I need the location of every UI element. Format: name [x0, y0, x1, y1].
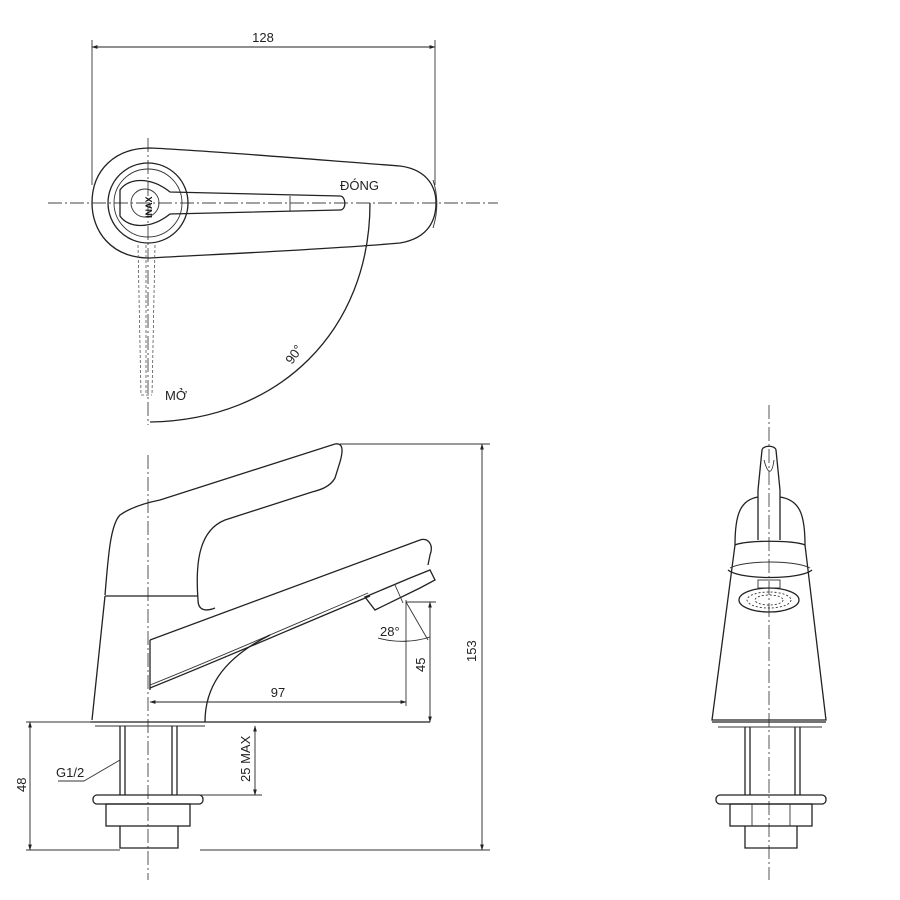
dimension-label-angle: 28° — [380, 624, 400, 639]
dimension-label-reach: 97 — [271, 685, 285, 700]
dimension-label-shank: 48 — [14, 778, 29, 792]
thread-size-label: G1/2 — [56, 765, 84, 780]
label-closed: ĐÓNG — [340, 178, 379, 193]
rotation-arc-90 — [149, 202, 371, 423]
lever-open-position-hidden — [137, 244, 156, 396]
rotation-angle-label: 90° — [282, 342, 306, 367]
handle-ring-outer — [107, 162, 189, 244]
top-view: 128 INAX 90° ĐÓNG MỞ — [48, 30, 498, 425]
dimension-label-counter: 25 MAX — [238, 735, 253, 782]
dimension-width-128: 128 — [91, 30, 436, 185]
dimension-label-width: 128 — [252, 30, 274, 45]
side-view: 153 97 45 28° 25 MAX 48 G1/2 — [14, 443, 490, 880]
aerator-front — [738, 587, 800, 613]
aerator-side — [363, 569, 436, 611]
lever-front-outline — [757, 445, 781, 540]
front-view — [711, 405, 827, 880]
spout-outline — [149, 538, 432, 641]
shank-side — [92, 726, 204, 849]
shank-front — [715, 727, 827, 849]
dimension-label-height: 153 — [464, 640, 479, 662]
spout-angle-arc — [377, 636, 431, 642]
label-open: MỞ — [165, 388, 187, 403]
faucet-body-top-outline — [91, 147, 437, 259]
dimension-label-spout-height: 45 — [413, 658, 428, 672]
lever-side-outline — [104, 443, 343, 611]
brand-logo: INAX — [144, 196, 154, 218]
body-side-outline — [91, 595, 151, 721]
lever-top-outline — [119, 179, 346, 227]
body-front-outline — [711, 496, 827, 721]
